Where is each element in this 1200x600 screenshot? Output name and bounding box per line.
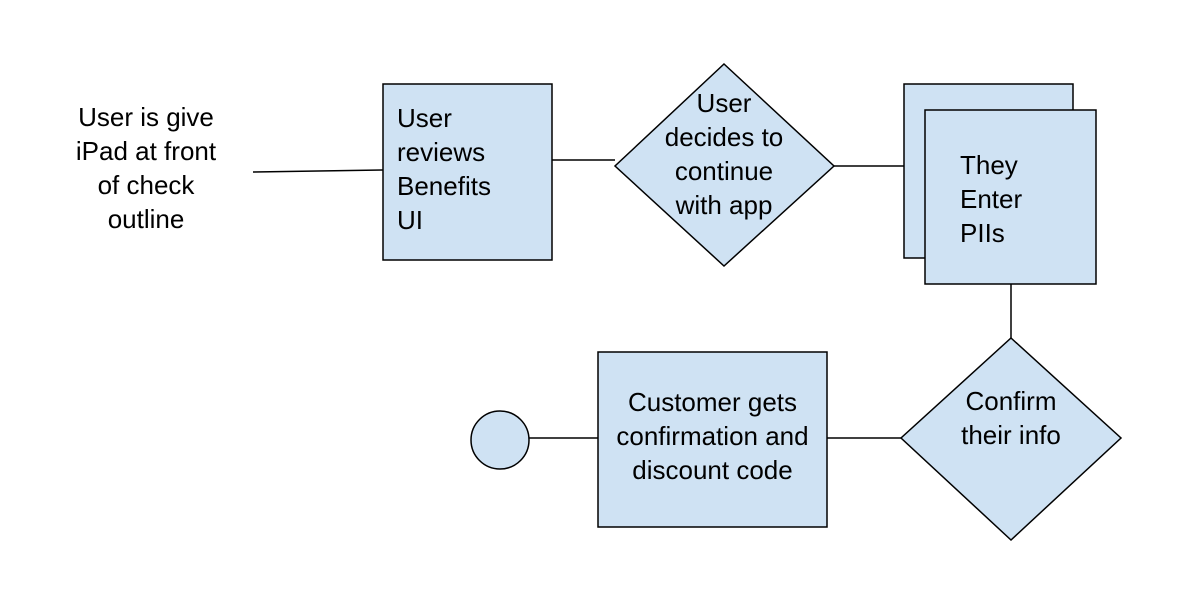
- confirm-info-label: Confirm their info: [926, 384, 1096, 452]
- enter-piis-label: They Enter PIIs: [960, 148, 1080, 250]
- review-benefits-line: UI: [397, 205, 423, 235]
- decide-continue-line: decides to: [664, 122, 784, 152]
- review-benefits-label: User reviews Benefits UI: [397, 101, 547, 237]
- confirm-info-line: their info: [961, 420, 1061, 450]
- end-circle: [470, 410, 530, 470]
- decide-continue-line: User: [696, 88, 752, 118]
- review-benefits-box: [382, 83, 553, 261]
- confirm-info-diamond: [899, 336, 1123, 542]
- review-benefits-line: User: [397, 103, 452, 133]
- review-benefits-line: reviews: [397, 137, 486, 167]
- enter-piis-front-box: [924, 109, 1097, 285]
- start-text: User is give iPad at front of check outl…: [46, 100, 246, 236]
- enter-piis-line: They: [960, 150, 1018, 180]
- enter-piis-line: Enter: [960, 184, 1023, 214]
- decide-continue-diamond: [613, 62, 836, 268]
- customer-confirmation-line: confirmation and: [616, 421, 809, 451]
- confirm-info-line: Confirm: [965, 386, 1057, 416]
- decide-continue-line: continue: [674, 156, 774, 186]
- customer-confirmation-line: Customer gets: [627, 387, 798, 417]
- customer-confirmation-line: discount code: [632, 455, 793, 485]
- customer-confirmation-label: Customer gets confirmation and discount …: [598, 385, 827, 487]
- start-text-line: outline: [107, 204, 185, 234]
- start-text-line: User is give: [78, 102, 214, 132]
- decide-continue-line: with app: [675, 190, 773, 220]
- start-text-line: of check: [97, 170, 195, 200]
- decide-continue-label: User decides to continue with app: [634, 86, 814, 222]
- connector-start-to-review: [252, 169, 384, 173]
- enter-piis-line: PIIs: [960, 218, 1005, 248]
- review-benefits-line: Benefits: [397, 171, 491, 201]
- start-text-line: iPad at front: [75, 136, 217, 166]
- customer-confirmation-box: [597, 351, 828, 528]
